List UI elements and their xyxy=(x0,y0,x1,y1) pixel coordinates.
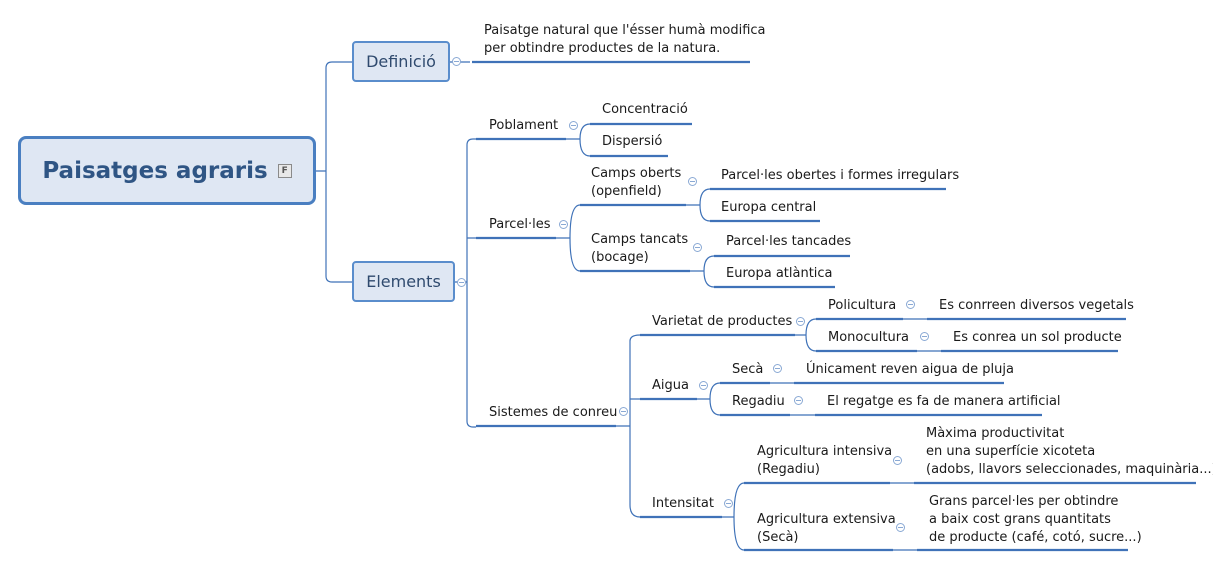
collapse-toggle-definicio[interactable] xyxy=(452,57,461,66)
collapse-toggle-varietat[interactable] xyxy=(796,317,805,326)
topic-regadiu[interactable]: Regadiu xyxy=(732,394,785,409)
topic-parceles[interactable]: Parcel·les xyxy=(489,217,551,232)
topic-intensitat[interactable]: Intensitat xyxy=(652,496,714,511)
collapse-toggle-intensitat[interactable] xyxy=(724,499,733,508)
topic-parceles-obertes[interactable]: Parcel·les obertes i formes irregulars xyxy=(721,168,960,183)
topic-policultura[interactable]: Policultura xyxy=(828,298,897,313)
branch-elements-label: Elements xyxy=(366,272,441,291)
topic-europa-atlantica[interactable]: Europa atlàntica xyxy=(726,266,833,281)
topic-parceles-tancades[interactable]: Parcel·les tancades xyxy=(726,234,852,249)
topic-intensiva[interactable]: Agricultura intensiva (Regadiu) xyxy=(757,444,893,477)
collapse-toggle-extensiva[interactable] xyxy=(896,523,905,532)
collapse-toggle-parceles[interactable] xyxy=(559,220,568,229)
topic-regadiu-desc[interactable]: El regatge es fa de manera artificial xyxy=(827,394,1061,409)
topic-definicio-text[interactable]: Paisatge natural que l'ésser humà modifi… xyxy=(484,23,766,56)
collapse-toggle-sistemes[interactable] xyxy=(619,407,628,416)
topic-policultura-desc[interactable]: Es conrreen diversos vegetals xyxy=(939,298,1134,313)
collapse-toggle-regadiu[interactable] xyxy=(794,396,803,405)
topic-aigua[interactable]: Aigua xyxy=(652,378,689,393)
topic-extensiva-desc[interactable]: Grans parcel·les per obtindre a baix cos… xyxy=(929,494,1142,545)
topic-monocultura-desc[interactable]: Es conrea un sol producte xyxy=(953,330,1122,345)
collapse-toggle-monocultura[interactable] xyxy=(920,332,929,341)
topic-extensiva[interactable]: Agricultura extensiva (Secà) xyxy=(757,512,896,545)
topic-seca-desc[interactable]: Únicament reven aigua de pluja xyxy=(806,362,1014,377)
collapse-toggle-camps-oberts[interactable] xyxy=(688,177,697,186)
root-node[interactable]: Paisatges agraris F xyxy=(18,136,316,205)
topic-sistemes[interactable]: Sistemes de conreu xyxy=(489,405,618,420)
collapse-toggle-poblament[interactable] xyxy=(569,121,578,130)
branch-definicio-label: Definició xyxy=(366,52,436,71)
topic-concentracio[interactable]: Concentració xyxy=(602,102,688,117)
topic-europa-central[interactable]: Europa central xyxy=(721,200,817,215)
collapse-toggle-aigua[interactable] xyxy=(699,381,708,390)
topic-monocultura[interactable]: Monocultura xyxy=(828,330,910,345)
branch-elements[interactable]: Elements xyxy=(352,261,455,302)
note-icon[interactable]: F xyxy=(277,163,292,178)
collapse-toggle-seca[interactable] xyxy=(773,364,782,373)
topic-dispersio[interactable]: Dispersió xyxy=(602,134,663,149)
collapse-toggle-policultura[interactable] xyxy=(906,300,915,309)
topic-seca[interactable]: Secà xyxy=(732,362,764,377)
collapse-toggle-intensiva[interactable] xyxy=(893,456,902,465)
topic-varietat[interactable]: Varietat de productes xyxy=(652,314,793,329)
branch-definicio[interactable]: Definició xyxy=(352,41,450,82)
root-title: Paisatges agraris xyxy=(42,157,268,184)
topic-poblament[interactable]: Poblament xyxy=(489,118,559,133)
topic-camps-tancats[interactable]: Camps tancats (bocage) xyxy=(591,232,689,265)
topic-camps-oberts[interactable]: Camps oberts (openfield) xyxy=(591,166,682,199)
topic-intensiva-desc[interactable]: Màxima productivitat en una superfície x… xyxy=(926,426,1213,477)
collapse-toggle-camps-tancats[interactable] xyxy=(693,243,702,252)
collapse-toggle-elements[interactable] xyxy=(457,278,466,287)
